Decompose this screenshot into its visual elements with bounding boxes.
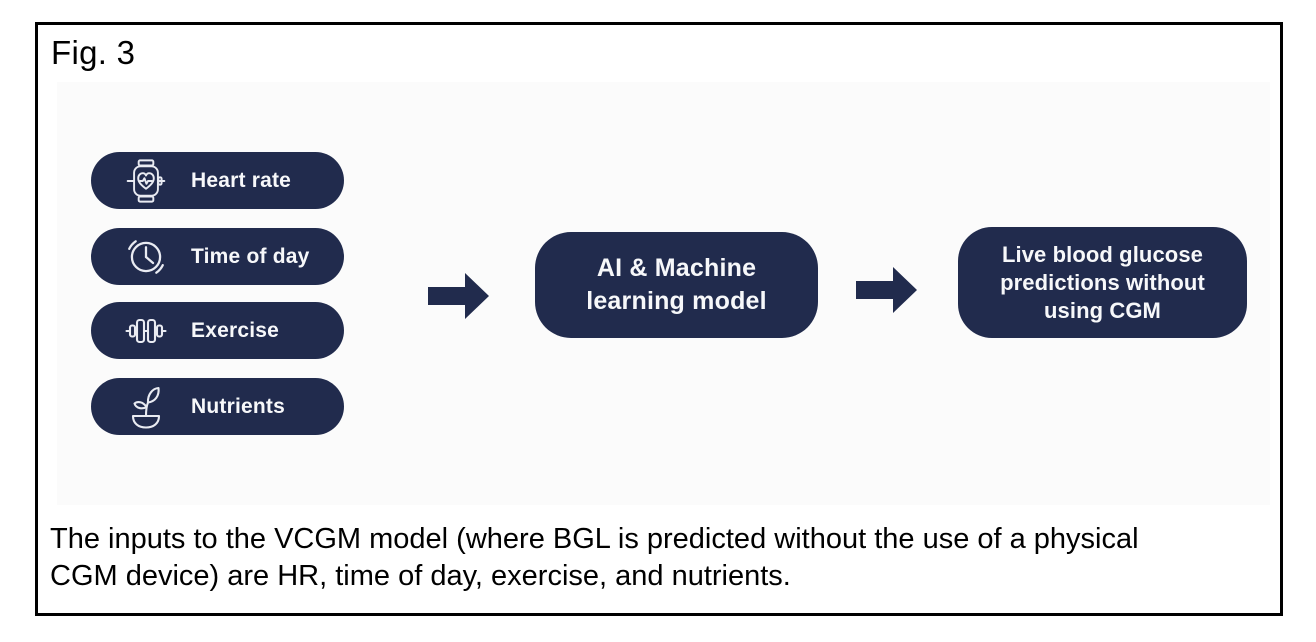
nutrient-bowl-icon — [117, 381, 175, 433]
input-pill-heart-rate: Heart rate — [91, 152, 344, 209]
figure-number-label: Fig. 3 — [51, 34, 136, 71]
input-pill-time-of-day: Time of day — [91, 228, 344, 285]
input-pill-exercise: Exercise — [91, 302, 344, 359]
model-node-text-line1: AI & Machine — [596, 254, 757, 282]
input-pill-nutrients: Nutrients — [91, 378, 344, 435]
input-pill-label: Time of day — [191, 244, 310, 268]
figure-caption-line1: The inputs to the VCGM model (where BGL … — [50, 523, 1139, 555]
input-pill-label: Nutrients — [191, 394, 285, 418]
output-node-text-line1: Live blood glucose — [1001, 241, 1204, 267]
flow-arrow-icon — [428, 273, 489, 319]
figure-caption-line2: CGM device) are HR, time of day, exercis… — [50, 560, 791, 592]
input-pill-label: Heart rate — [191, 168, 292, 192]
clock-icon — [117, 231, 175, 283]
input-pill-label: Exercise — [191, 318, 280, 342]
smartwatch-heart-rate-icon — [117, 155, 175, 207]
dumbbell-icon — [117, 305, 175, 357]
model-node: AI & Machine learning model — [535, 232, 818, 338]
model-node-text-line2: learning model — [586, 287, 767, 315]
output-node-text-line3: using CGM — [1043, 297, 1161, 323]
output-node: Live blood glucose predictions without u… — [958, 227, 1247, 338]
figure-caption: The inputs to the VCGM model (where BGL … — [50, 521, 1265, 595]
flow-arrow-icon — [856, 267, 917, 313]
output-node-text-line2: predictions without — [1000, 269, 1205, 295]
